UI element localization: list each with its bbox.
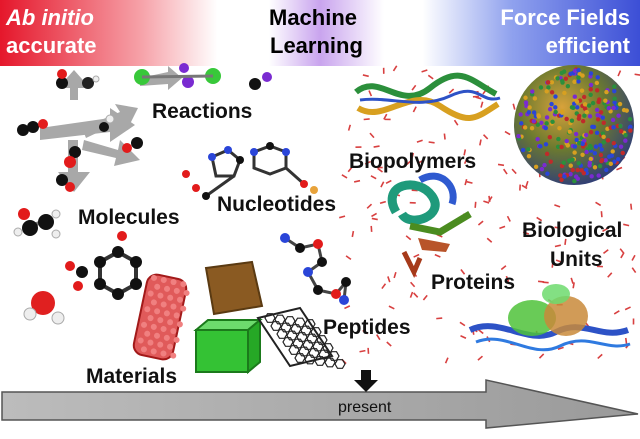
small-molecules — [13, 208, 142, 325]
biopolymer-helix — [354, 72, 501, 121]
peptides-label: Peptides — [323, 316, 411, 339]
protein-dna-complex — [468, 284, 631, 352]
nucleotides-label: Nucleotides — [217, 193, 337, 216]
capsid-texture — [516, 67, 633, 184]
biological-label: Biological — [522, 219, 623, 242]
protein-ribbon — [387, 172, 472, 278]
reactions-label: Reactions — [152, 100, 253, 123]
force-fields-label: Force Fields — [500, 5, 630, 30]
biopolymers-label: Biopolymers — [349, 150, 477, 173]
learning-label: Learning — [270, 33, 363, 58]
timeline-arrow — [1, 379, 639, 429]
present-label: present — [338, 399, 392, 416]
nucleotide-atoms — [182, 142, 318, 200]
units-label: Units — [550, 248, 603, 271]
accurate-label: accurate — [6, 33, 97, 58]
efficient-label: efficient — [545, 33, 630, 58]
molecules-label: Molecules — [78, 206, 180, 229]
biological-unit-capsid — [514, 65, 634, 185]
materials-label: Materials — [86, 365, 178, 388]
ab-initio-label: Ab initio — [6, 5, 94, 30]
present-marker-arrow — [354, 370, 378, 392]
reaction-molecules — [17, 63, 272, 192]
method-spectrum-banner — [0, 0, 640, 66]
materials-structures — [132, 260, 346, 375]
peptide-structure — [280, 233, 351, 305]
proteins-label: Proteins — [431, 271, 516, 294]
machine-label: Machine — [269, 5, 358, 30]
